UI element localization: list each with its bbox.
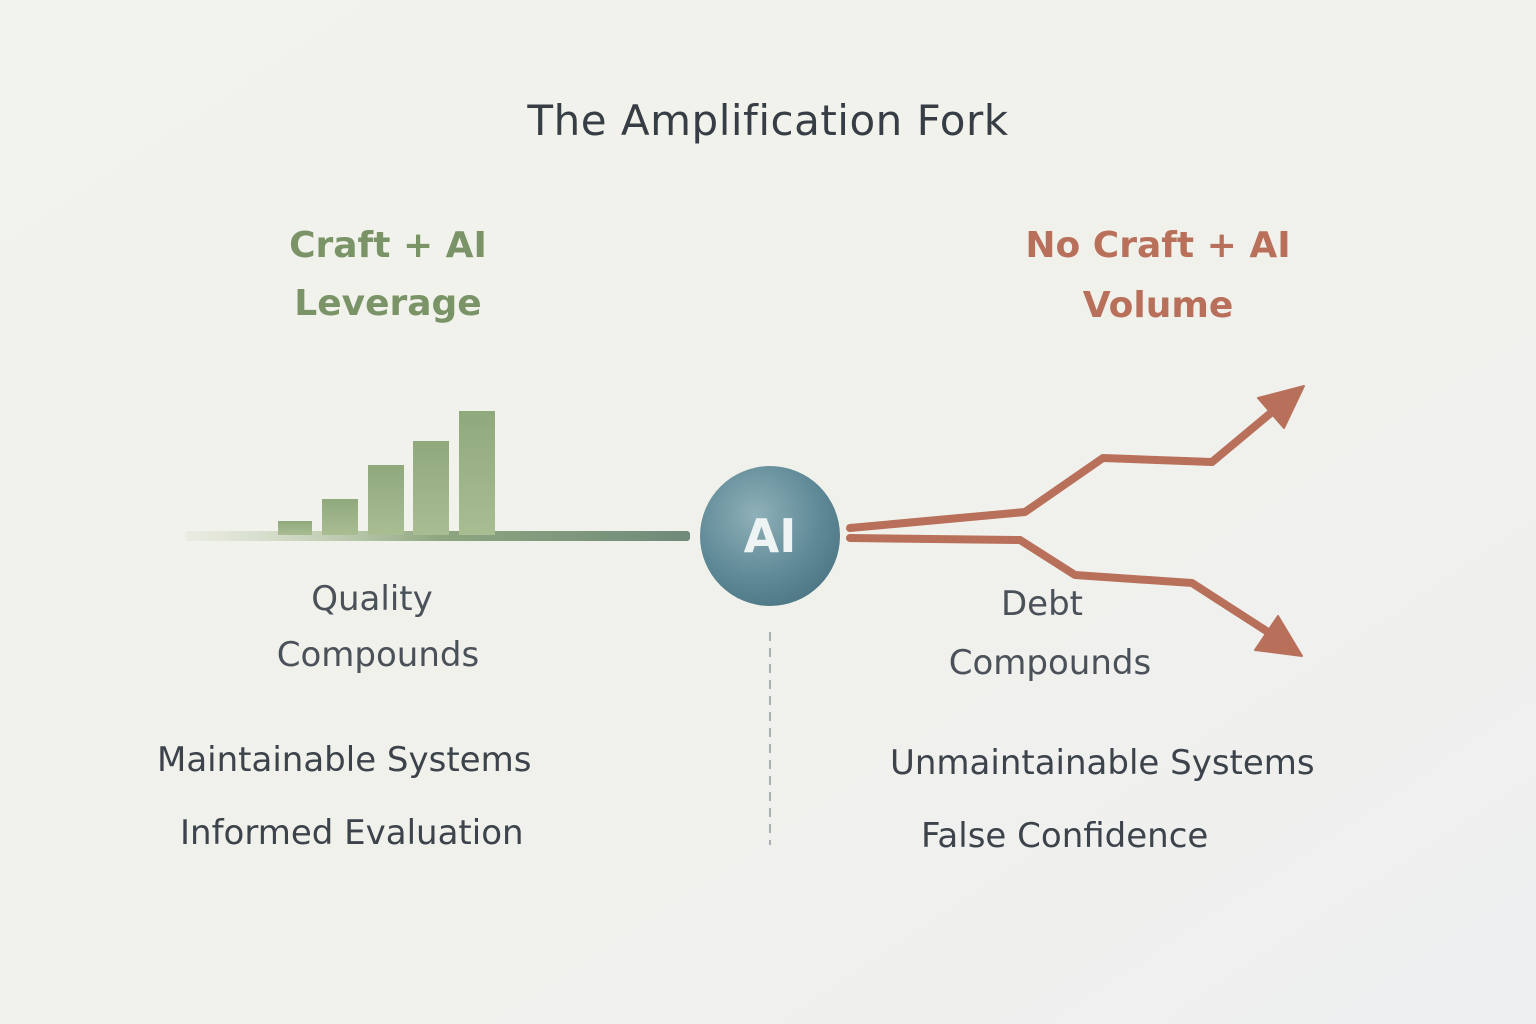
right-outcome-line1: Debt (1000, 584, 1083, 624)
bar-5 (459, 411, 495, 535)
right-item-false-confidence: False Confidence (921, 816, 1209, 856)
right-heading-line2: Volume (1082, 285, 1234, 326)
bar-2 (322, 499, 358, 535)
page-title: The Amplification Fork (527, 96, 1009, 145)
ai-hub-circle (700, 466, 840, 606)
bar-4 (413, 441, 449, 535)
upper-arrowhead (1257, 385, 1305, 429)
upper-arrow-line (846, 408, 1276, 532)
ai-hub-label: AI (743, 509, 797, 563)
diverging-arrows-icon (846, 385, 1305, 657)
right-heading-line1: No Craft + AI (1025, 225, 1291, 266)
left-outcome-line2: Compounds (276, 635, 480, 675)
left-item-informed: Informed Evaluation (180, 813, 524, 853)
rising-bar-chart-icon (185, 411, 690, 541)
left-heading-line2: Leverage (294, 283, 482, 324)
left-heading-line1: Craft + AI (289, 225, 487, 266)
left-item-maintainable: Maintainable Systems (157, 740, 532, 780)
right-item-unmaintainable: Unmaintainable Systems (890, 743, 1315, 783)
bar-3 (368, 465, 404, 535)
right-outcome-line2: Compounds (948, 643, 1152, 683)
bar-1 (278, 521, 312, 535)
left-outcome-line1: Quality (311, 579, 433, 619)
lower-arrow-line (846, 534, 1272, 636)
lower-arrowhead (1254, 615, 1303, 657)
